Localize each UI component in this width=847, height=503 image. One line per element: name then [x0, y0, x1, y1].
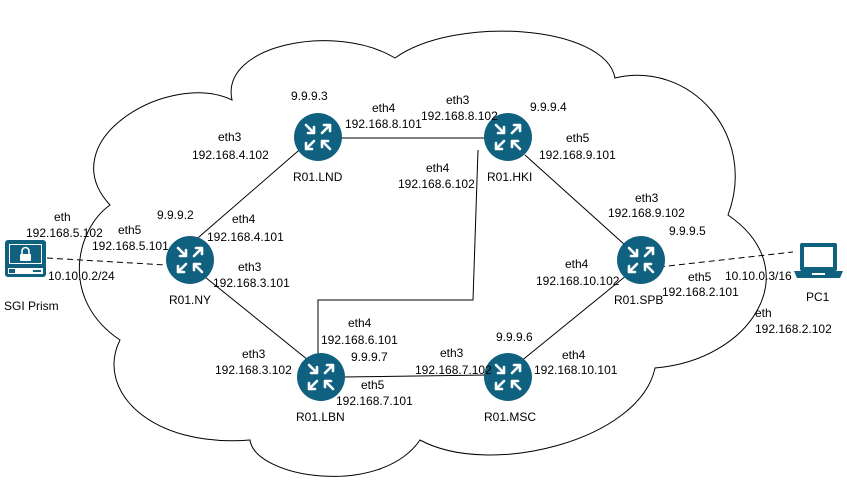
iface-name: eth5 [688, 270, 712, 284]
labels: R01.LND R01.HKI R01.NY R01.SPB R01.LBN R… [4, 89, 832, 424]
host-sgi-ip: 192.168.5.102 [26, 226, 103, 240]
iface-ip: 192.168.3.102 [215, 363, 292, 377]
router-name-hki: R01.HKI [487, 170, 532, 184]
iface-name: eth4 [372, 101, 396, 115]
iface-name: eth5 [566, 131, 590, 145]
iface-name: eth3 [635, 191, 659, 205]
host-pc1-iface: eth [755, 306, 772, 320]
iface-name: eth3 [238, 260, 262, 274]
router-ny[interactable] [166, 236, 214, 284]
router-name-lbn: R01.LBN [296, 410, 345, 424]
loopback-lbn: 9.9.9.7 [351, 350, 388, 364]
iface-ip: 192.168.4.102 [192, 148, 269, 162]
host-sgi[interactable] [5, 240, 46, 277]
iface-name: eth3 [242, 347, 266, 361]
router-msc[interactable] [484, 353, 532, 401]
iface-name: eth5 [118, 223, 142, 237]
host-sgi-name: SGI Prism [4, 299, 59, 313]
loopback-lnd: 9.9.9.3 [291, 89, 328, 103]
link-hki-lbn [317, 149, 479, 356]
iface-name: eth3 [440, 346, 464, 360]
router-icon [294, 113, 342, 161]
link-lbn-msc [342, 374, 489, 378]
link-ny-lnd [191, 144, 306, 244]
link-hki-spb [524, 154, 626, 246]
host-pc1-ip: 192.168.2.102 [755, 322, 832, 336]
loopback-hki: 9.9.9.4 [530, 100, 567, 114]
links [46, 137, 794, 378]
link-msc-spb [519, 274, 628, 363]
loopback-spb: 9.9.9.5 [669, 224, 706, 238]
iface-ip: 192.168.9.101 [539, 148, 616, 162]
host-sgi-iface: eth [54, 210, 71, 224]
host-pc1-name: PC1 [806, 290, 830, 304]
iface-name: eth4 [565, 257, 589, 271]
iface-ip: 192.168.3.101 [213, 276, 290, 290]
iface-ip: 192.168.8.102 [421, 109, 498, 123]
iface-ip: 192.168.4.101 [207, 230, 284, 244]
iface-ip: 192.168.10.102 [536, 274, 620, 288]
router-name-ny: R01.NY [169, 293, 211, 307]
iface-name: eth4 [348, 316, 372, 330]
iface-ip: 192.168.6.102 [398, 177, 475, 191]
router-icon [484, 353, 532, 401]
iface-ip: 192.168.10.101 [534, 363, 618, 377]
host-sgi-subnet: 10.10.0.2/24 [48, 269, 115, 283]
router-icon [617, 236, 665, 284]
loopback-msc: 9.9.9.6 [496, 330, 533, 344]
iface-name: eth3 [446, 93, 470, 107]
router-lbn[interactable] [297, 353, 345, 401]
router-spb[interactable] [617, 236, 665, 284]
router-name-spb: R01.SPB [614, 293, 663, 307]
iface-name: eth4 [232, 212, 256, 226]
link-spb-pc1 [658, 251, 794, 268]
iface-ip: 192.168.6.101 [321, 333, 398, 347]
iface-ip: 192.168.5.101 [92, 239, 169, 253]
host-pc1[interactable] [794, 243, 843, 278]
router-hki[interactable] [484, 113, 532, 161]
iface-ip: 192.168.8.101 [345, 117, 422, 131]
router-name-lnd: R01.LND [293, 170, 343, 184]
laptop-icon [794, 243, 843, 278]
iface-name: eth5 [361, 378, 385, 392]
iface-ip: 192.168.9.102 [608, 206, 685, 220]
cloud-shape [78, 30, 767, 477]
iface-ip: 192.168.7.102 [415, 363, 492, 377]
host-pc1-subnet: 10.10.0.3/16 [725, 269, 792, 283]
iface-ip: 192.168.2.101 [662, 285, 739, 299]
loopback-ny: 9.9.9.2 [157, 208, 194, 222]
router-name-msc: R01.MSC [484, 410, 536, 424]
link-ny-lbn [204, 276, 309, 361]
iface-name: eth4 [426, 161, 450, 175]
iface-ip: 192.168.7.101 [336, 394, 413, 408]
iface-name: eth4 [562, 348, 586, 362]
lock-terminal-icon [5, 240, 46, 277]
router-lnd[interactable] [294, 113, 342, 161]
iface-name: eth3 [218, 130, 242, 144]
